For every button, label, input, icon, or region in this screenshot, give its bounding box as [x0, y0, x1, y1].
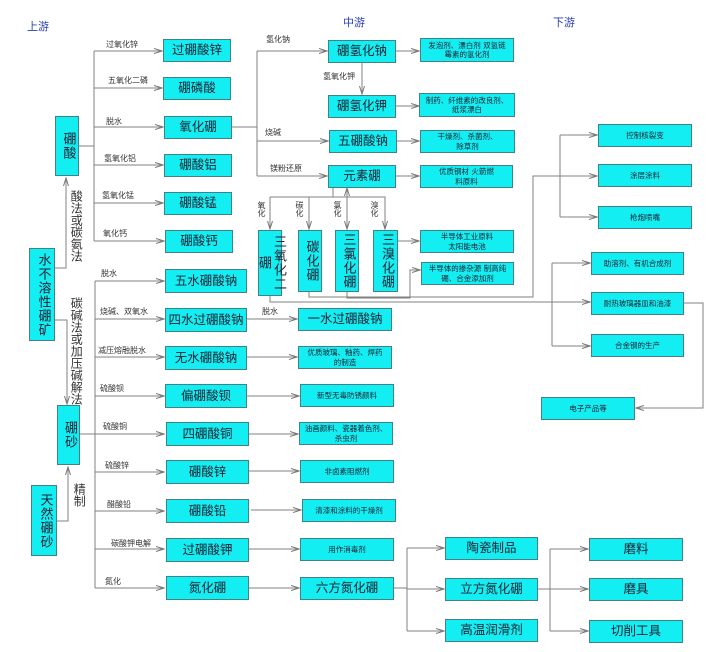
reagent-label: 氢化钠 [266, 35, 290, 44]
reagent-label: 氯化 [333, 201, 342, 217]
node-borax: 硼砂 [57, 405, 80, 465]
reagent-label: 氢氧化锰 [102, 191, 134, 200]
reagent-label: 溴化 [370, 201, 379, 217]
node-boron-trichloride: 三氯化硼 [335, 230, 359, 292]
node-use: 非卤素阻燃剂 [300, 460, 394, 483]
node-product: 硼酸钙 [165, 230, 233, 253]
node-downstream: 合金钢的生产 [591, 334, 684, 357]
reagent-label: 碳酸钾电解 [111, 539, 151, 548]
node-boron-carbide: 碳化硼 [298, 230, 322, 292]
node-natural-borax: 天然硼砂 [31, 485, 57, 556]
node-downstream: 耐热玻璃器皿和油漆 [591, 292, 684, 315]
node-product: 硼酸铝 [164, 154, 232, 177]
reagent-label: 脱水 [101, 269, 117, 278]
reagent-label: 氮化 [105, 577, 121, 586]
node-insoluble-ore: 水不溶性硼矿 [29, 248, 55, 341]
reagent-label: 脱水 [106, 117, 122, 126]
node-downstream: 枪炮喷嘴 [598, 206, 692, 229]
node-cubic-bn: 立方氮化硼 [445, 578, 538, 601]
node-use: 用作消毒剂 [300, 538, 394, 561]
label-alkali-method: 碳碱法或加压碱解法 [69, 297, 84, 405]
node-product: 五水硼酸钠 [165, 269, 247, 293]
label-refine: 精制 [72, 483, 87, 507]
node-downstream: 陶瓷制品 [445, 537, 538, 560]
node-product: 偏硼酸钡 [165, 384, 247, 408]
node-product: 硼酸铅 [166, 499, 249, 523]
header-downstream: 下游 [553, 16, 575, 29]
node-use: 优质玻璃、釉药、焊药的制造 [298, 346, 392, 369]
node-boron-trioxide: 三氧化二硼 [256, 230, 286, 296]
node-product: 过硼酸钾 [166, 538, 249, 562]
node-use: 干燥剂、杀菌剂、除草剂 [420, 130, 515, 153]
reagent-label: 碳化 [295, 201, 304, 217]
reagent-label: 镁粉还原 [270, 164, 302, 173]
node-product: 硼酸锌 [166, 460, 249, 484]
reagent-label: 氢氧化铝 [104, 154, 136, 163]
node-use: 制药、纤维素的改良剂、纸浆漂白 [419, 93, 515, 117]
node-hexagonal-bn: 六方氮化硼 [300, 577, 394, 600]
node-downstream: 助溶剂、有机合成剂 [591, 252, 684, 275]
node-use: 清漆和涂料的干燥剂 [302, 499, 396, 522]
node-downstream: 高温润滑剂 [445, 619, 538, 642]
node-product: 硼氢化钠 [328, 40, 396, 63]
node-downstream: 涂层涂料 [598, 164, 692, 187]
node-product: 过硼酸锌 [163, 39, 231, 62]
node-use: 半导体工业原料 太阳能电池 [420, 230, 514, 253]
header-upstream: 上游 [27, 20, 49, 33]
reagent-label: 过氧化锌 [106, 40, 138, 49]
reagent-label: 醋酸铅 [107, 500, 131, 509]
node-boric-acid: 硼酸 [55, 116, 79, 176]
node-product: 硼磷酸 [163, 77, 231, 100]
header-midstream: 中游 [343, 16, 365, 29]
node-use: 发泡剂、漂白剂 双氢链霉素的氢化剂 [420, 38, 514, 62]
node-boron-tribromide: 三溴化硼 [373, 230, 398, 292]
reagent-label: 硫酸钡 [100, 384, 124, 393]
node-product: 无水硼酸钠 [165, 346, 247, 370]
node-electronics: 电子产品等 [541, 397, 635, 420]
reagent-label: 硫酸铜 [103, 422, 127, 431]
node-product: 四水过硼酸钠 [165, 308, 247, 332]
reagent-label: 氢氧化钾 [323, 72, 355, 81]
node-use: 油画颜料、瓷器着色剂、杀虫剂 [299, 422, 393, 445]
node-product: 五硼酸钠 [329, 130, 397, 153]
node-downstream: 磨具 [589, 578, 683, 601]
reagent-label: 脱水 [262, 307, 278, 316]
reagent-label: 硫酸锌 [105, 461, 129, 470]
node-downstream: 磨料 [589, 538, 683, 561]
node-product: 四硼酸铜 [166, 422, 249, 446]
node-downstream: 控制核裂变 [598, 124, 692, 147]
reagent-label: 烧碱、双氧水 [100, 307, 148, 316]
node-use: 新型无毒防锈颜料 [300, 384, 394, 407]
label-acid-method: 酸法或碳氨法 [69, 190, 84, 262]
node-use: 半导体的掺杂源 制高纯硼、合金添加剂 [421, 262, 514, 285]
reagent-label: 减压熔融脱水 [98, 346, 146, 355]
reagent-label: 五氧化二磷 [108, 76, 148, 85]
node-boron-oxide: 氧化硼 [164, 116, 232, 139]
node-product: 硼氢化钾 [328, 95, 396, 118]
node-product: 硼酸锰 [164, 192, 232, 215]
reagent-label: 烧碱 [265, 128, 281, 137]
node-boron-nitride: 氮化硼 [166, 576, 249, 600]
node-use: 优质钢材 火箭燃料原料 [420, 165, 513, 188]
reagent-label: 氧化 [257, 201, 266, 217]
reagent-label: 氧化钙 [103, 229, 127, 238]
node-downstream: 切削工具 [589, 620, 683, 643]
node-product: 一水过硼酸钠 [298, 308, 392, 331]
node-element-boron: 元素硼 [328, 165, 396, 188]
